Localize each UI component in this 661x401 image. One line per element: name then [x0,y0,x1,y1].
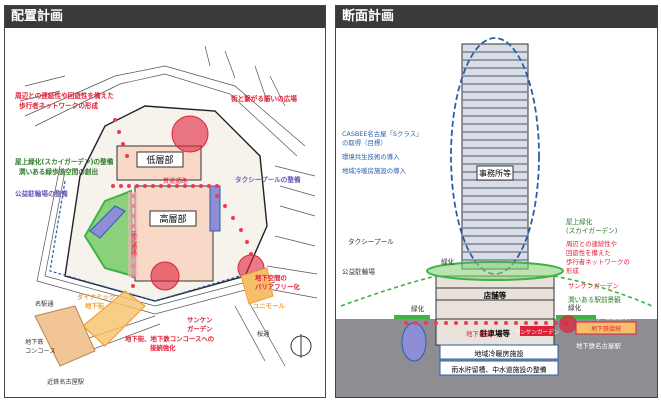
section-diagram: 事務所等 店舗等 駐車場等 地域冷暖房施設 雨水貯留槽、中水道施設の整備 [336,37,657,397]
section-plan-panel: 断面計画 事務所等 店舗等 駐車場 [335,5,658,398]
roof-garden-ellipse [426,261,564,281]
sunken-line-1: サンケン [187,316,213,324]
sunken-tag-label: サンケンガーデン [515,328,560,336]
office-label-box [476,165,514,181]
sunken-circle [559,315,577,333]
bike-parking-area [89,205,126,239]
sunken-tag [520,326,554,336]
bike-parking-ellipse [401,322,427,362]
low-rise-label: 低層部 [146,154,173,166]
sunken-line-2: ガーデン [187,324,213,333]
bike-parking-label-r: 公益駐輪場 [342,267,375,276]
sakura-label: 桜通 [257,330,269,338]
taxi-pool-label: タクシープールの整備 [235,175,301,184]
through-passage-label: 貫通通路 [163,177,187,185]
station-plaza-label: 潤いある駅前景観 [568,295,621,304]
green-strip-right [556,315,596,319]
sunken-garden-circle [150,261,180,291]
red-dots-label: 地下歩道 [466,329,492,338]
casbee-line-2: の取得（目標） [342,138,387,147]
green-strip-left [394,315,430,319]
concourse-line-1: 地下鉄 [25,338,44,346]
low-rise-label-box [136,151,184,168]
high-rise-label: 高層部 [159,213,186,225]
pedestrian-dots-right [404,321,568,325]
bike-parking-label: 公益駐輪場の整備 [15,189,68,198]
subway-station-label: 地下鉄名古屋駅 [576,341,621,350]
green-roof-line-2: 潤いある緑歩道空間の創出 [19,167,99,176]
underground-network-line-1: 地下街、地下鉄コンコースへの [125,334,214,343]
site-plan-panel: 配置計画 低層部 高層部 [4,5,326,398]
plaza-circle [171,115,209,153]
rain-storage-label: 雨水貯留槽、中水道施設の整備 [451,365,546,374]
bridge-line-1: ダイナミック [77,292,115,301]
underground-concourse [34,305,96,367]
roof-garden-line-1: 屋上緑化 [566,217,593,226]
casbee-line-1: CASBEE名古屋「Sクラス」 [342,129,422,138]
dhc-facility-label: 地域冷暖房施設 [475,349,524,358]
kintetsu-label: 近鉄名古屋駅 [47,378,84,386]
dhc-box [439,344,559,360]
roof-garden-line-2: (スカイガーデン) [566,226,617,235]
universal-link [240,267,274,305]
green-left-label: 緑化 [411,304,425,313]
retail-label: 店舗等 [484,290,507,300]
taxi-pool-label-r: タクシープール [348,237,394,246]
vertical-passage [128,192,138,277]
underground-link-label: 地下鉄接続 [591,325,621,333]
diagonal-bridge [82,290,146,347]
env-tech-label: 環境共生技術の導入 [342,152,400,161]
underground-network-line-2: 接続強化 [150,343,176,352]
green-roof-line-1: 屋上緑化(スカイガーデン)の整備 [15,157,114,166]
rain-storage-box [439,360,559,376]
lower-floors [435,299,555,320]
jr-label: JR名古屋駅 [597,312,630,321]
site-plan-title: 配置計画 [5,6,325,28]
universal-label: ユニモール [253,302,286,310]
dhc-label: 地域冷暖房施設の導入 [342,166,407,175]
high-rise-label-box [149,210,197,227]
barrier-free-line-2: バリアフリー化 [255,282,300,291]
office-label: 事務所等 [479,168,511,178]
greening-top-label: 緑化 [441,257,455,266]
parking-label: 駐車場等 [480,328,510,338]
network-line-4: 形成 [566,266,579,275]
bridge-line-2: 地下街 [85,301,105,310]
concourse-line-2: コンコース [25,348,56,355]
network-line-1: 周辺との連続性や [566,239,617,248]
ped-network-line-1: 周辺との連続性や回遊性を備えた [15,91,114,100]
section-plan-title: 断面計画 [336,6,657,28]
street-lines [19,45,318,367]
sunken-label-r: サンケンガーデン [568,281,619,290]
green-right-label: 緑化 [568,303,582,312]
taxi-pool-area [209,185,221,232]
network-line-3: 歩行者ネットワークの [566,257,630,266]
green-curve [340,275,653,307]
barrier-free-line-1: 地下空間の [255,273,287,282]
ped-network-line-2: 歩行者ネットワークの形成 [19,101,99,110]
site-plan-diagram: 低層部 高層部 南北通路 [15,45,318,386]
network-line-2: 回遊性を備えた [566,248,611,257]
plaza-label: 街と繋がる賑いの広場 [230,94,297,103]
environment-ellipse [450,37,540,275]
meieki-label: 名駅通 [35,300,54,308]
vertical-passage-label: 南北通路 [130,230,137,256]
underground-link-box [575,321,637,335]
underground-boundary [49,180,268,302]
